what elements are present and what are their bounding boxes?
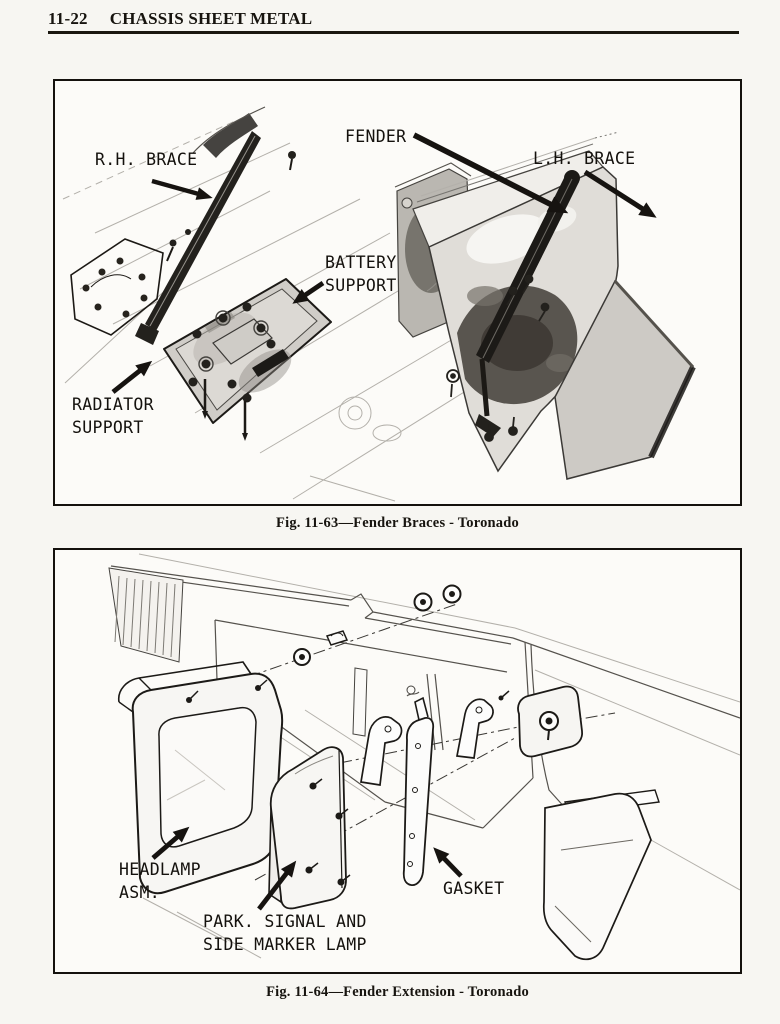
label-radiator-support: RADIATOR SUPPORT — [72, 395, 154, 438]
figure-fender-braces: R.H. BRACE FENDER L.H. BRACE BATTERY SUP… — [53, 79, 742, 506]
fender-extension-illustration — [108, 553, 740, 961]
label-park-signal-lamp: PARK. SIGNAL AND SIDE MARKER LAMP — [203, 912, 367, 955]
arrow-park-lamp — [257, 860, 297, 911]
rh-brace-drawing — [135, 106, 296, 345]
radiator-support-drawing — [70, 238, 164, 336]
header-rule — [48, 31, 739, 34]
page-title: CHASSIS SHEET METAL — [109, 9, 313, 28]
label-fender: FENDER — [345, 127, 407, 146]
arrow-battery-support — [292, 281, 325, 304]
figure-fender-extension: HEADLAMP ASM. PARK. SIGNAL AND SIDE MARK… — [53, 548, 742, 974]
fender-skirt-drawing — [542, 789, 660, 961]
page-number: 11-22 — [48, 9, 88, 28]
arrow-radiator-support — [111, 360, 153, 394]
arrow-fender — [412, 132, 569, 214]
page-header: 11-22 CHASSIS SHEET METAL — [48, 9, 312, 29]
park-signal-lamp-drawing — [268, 746, 351, 910]
arrow-gasket — [433, 847, 463, 878]
label-battery-support: BATTERY SUPPORT — [325, 253, 397, 296]
label-headlamp-asm: HEADLAMP ASM. — [119, 860, 201, 903]
body-sketch-lines — [108, 553, 740, 959]
label-rh-brace: R.H. BRACE — [95, 150, 198, 169]
receiver-plate-drawing — [517, 685, 583, 758]
battery-support-drawing — [163, 278, 332, 441]
fender-drawing — [394, 131, 696, 480]
arrow-headlamp — [151, 826, 190, 860]
headlamp-assembly-drawing — [117, 661, 284, 895]
fasteners — [446, 274, 550, 442]
label-gasket: GASKET — [443, 879, 505, 898]
hardware-drawing — [293, 584, 462, 666]
arrow-rh-brace — [151, 178, 213, 200]
label-lh-brace: L.H. BRACE — [533, 149, 636, 168]
arrow-lh-brace — [583, 169, 657, 218]
figure-caption-1164: Fig. 11-64—Fender Extension - Toronado — [266, 984, 529, 1000]
figure-caption-1163: Fig. 11-63—Fender Braces - Toronado — [276, 515, 519, 531]
mounting-brackets-drawing — [360, 690, 510, 786]
fender-braces-illustration — [62, 106, 696, 502]
gasket-drawing — [402, 696, 435, 886]
lh-brace-drawing — [446, 170, 580, 442]
